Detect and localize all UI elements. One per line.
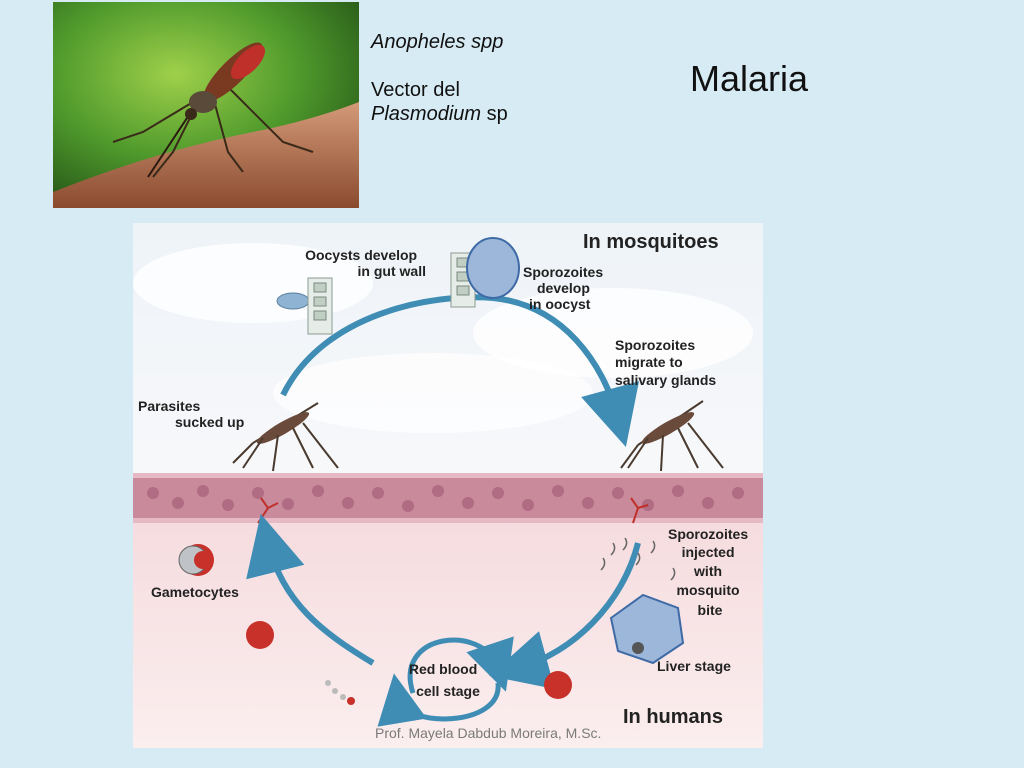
arrow-rbc-cycle-a	[407, 636, 514, 694]
liver-cell-icon	[609, 593, 685, 665]
label-oocysts: Oocysts develop in gut wall	[305, 247, 426, 279]
label-parasites: Parasites sucked up	[138, 398, 244, 430]
malaria-life-cycle-diagram: In mosquitoes In humans Oocysts develop …	[133, 223, 763, 748]
slide-title: Malaria	[690, 58, 809, 99]
caption-line-b: Plasmodium sp	[371, 102, 508, 126]
caption-suffix: sp	[486, 103, 508, 125]
merozoites-icon	[325, 680, 355, 705]
gut-wall-oocysts	[276, 277, 333, 335]
caption-line-a: Vector del	[371, 79, 460, 101]
label-gametocytes: Gametocytes	[151, 584, 239, 600]
label-in-humans: In humans	[623, 706, 723, 728]
mosquito-right-icon	[620, 400, 724, 472]
gametocyte-cell-icon	[178, 544, 214, 576]
skin-tissue-band	[133, 473, 763, 524]
arrow-blood-to-gametocytes	[246, 513, 375, 666]
label-rbc-stage: Red blood cell stage	[409, 661, 481, 699]
arrow-liver-to-blood	[489, 542, 641, 690]
sporozoites-injected-icon	[600, 537, 676, 581]
red-blood-cell-icon	[544, 671, 572, 699]
mosquito-left-icon	[232, 402, 339, 472]
caption-genus: Anopheles spp	[371, 31, 504, 53]
red-blood-cell-icon	[246, 621, 274, 649]
label-liver-stage: Liver stage	[657, 658, 731, 674]
oocyst-sporozoites	[450, 237, 520, 308]
mosquito-photo	[53, 2, 359, 208]
label-in-mosquitoes: In mosquitoes	[583, 231, 719, 253]
arrow-rbc-cycle-b	[377, 673, 501, 727]
label-sporozoites-develop: Sporozoites develop in oocyst	[523, 264, 607, 312]
slide-caption: Anopheles spp Vector del Plasmodium sp	[371, 30, 508, 126]
label-sporozoites-migrate: Sporozoites migrate to salivary glands	[615, 337, 716, 388]
slide-footer: Prof. Mayela Dabdub Moreira, M.Sc.	[375, 725, 602, 741]
caption-genus2: Plasmodium	[371, 103, 482, 125]
label-sporozoites-injected: Sporozoites injected with mosquito bite	[668, 526, 752, 618]
